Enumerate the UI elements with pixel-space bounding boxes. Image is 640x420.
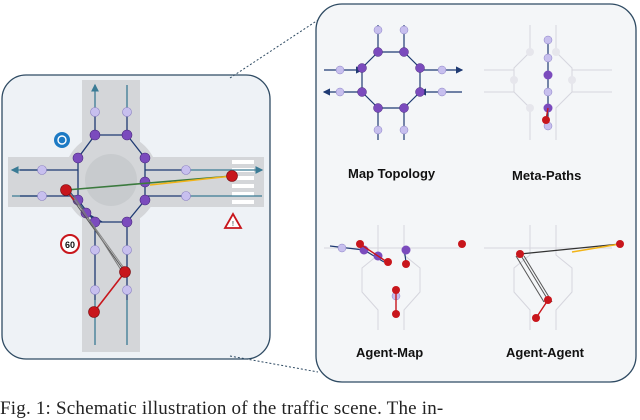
map-topology-graph <box>322 25 464 140</box>
label-map-topology: Map Topology <box>348 166 436 181</box>
agent-agent-graph <box>484 225 624 330</box>
meta-paths-graph <box>484 25 612 140</box>
zoom-connectors <box>229 19 319 373</box>
speed-limit-sign-icon: 60 <box>60 234 80 254</box>
graph-panel <box>315 3 637 383</box>
figure-caption: Fig. 1: Schematic illustration of the tr… <box>0 398 444 419</box>
roundabout-sign-icon <box>54 132 70 148</box>
label-agent-agent: Agent-Agent <box>506 345 584 360</box>
agent-map-graph <box>324 225 466 330</box>
warning-sign-icon: ! <box>223 212 243 229</box>
svg-text:!: ! <box>232 221 234 228</box>
scene-panel <box>1 74 271 360</box>
label-meta-paths: Meta-Paths <box>512 168 582 183</box>
label-agent-map: Agent-Map <box>356 345 424 360</box>
speed-limit-value: 60 <box>65 240 75 250</box>
